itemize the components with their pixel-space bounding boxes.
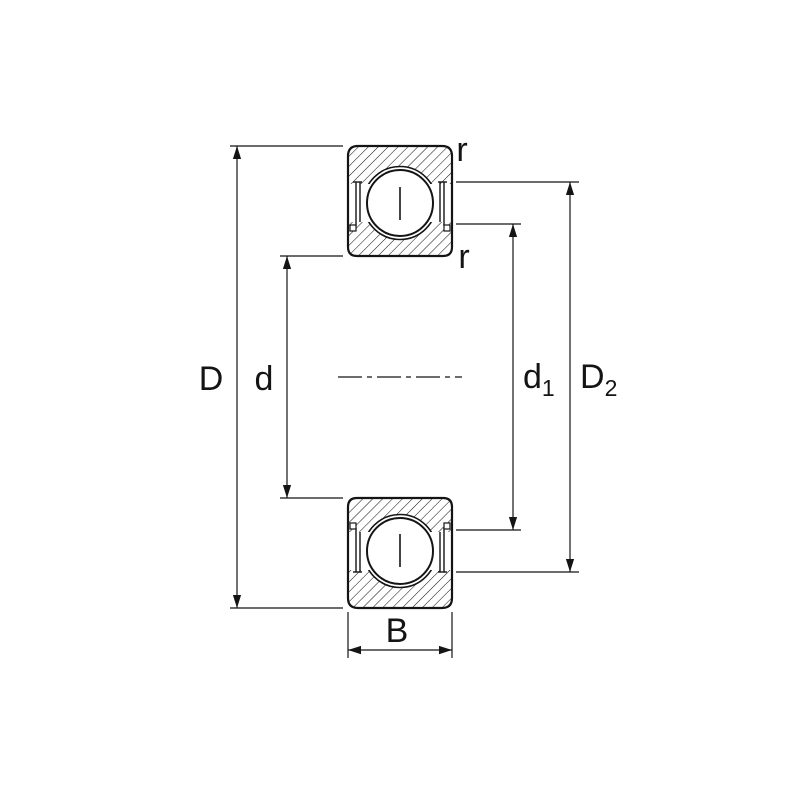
label-d1: d1: [523, 358, 555, 401]
dimension-d: d: [255, 255, 343, 499]
dimension-D: D: [199, 145, 343, 609]
arrowhead-up: [565, 182, 575, 195]
label-B: B: [386, 612, 409, 650]
arrowhead-down: [565, 559, 575, 572]
shield-right: [438, 522, 451, 573]
arrowhead-up: [232, 146, 242, 159]
label-d: d: [255, 360, 274, 398]
arrowhead-down: [508, 517, 518, 530]
label-D: D: [199, 360, 224, 398]
bearing-section-top: [346, 144, 454, 258]
arrowhead-down: [282, 485, 292, 498]
dimension-B: B: [347, 612, 453, 658]
arrowhead-up: [282, 256, 292, 269]
arrowhead-left: [348, 645, 361, 655]
shield-left: [349, 181, 362, 232]
label-r-outer: r: [456, 131, 467, 169]
section-outline-bottom: [346, 496, 454, 610]
label-D2: D2: [580, 358, 617, 401]
arrowhead-up: [508, 224, 518, 237]
arrowhead-down: [232, 595, 242, 608]
shield-left: [349, 522, 362, 573]
label-r-inner: r: [458, 238, 469, 276]
section-outline-top: [346, 144, 454, 258]
bearing-section-bottom: [346, 496, 454, 610]
shield-right: [438, 181, 451, 232]
dimension-D2: D2: [456, 181, 617, 573]
arrowhead-right: [439, 645, 452, 655]
dimension-d1: d1: [456, 223, 555, 531]
